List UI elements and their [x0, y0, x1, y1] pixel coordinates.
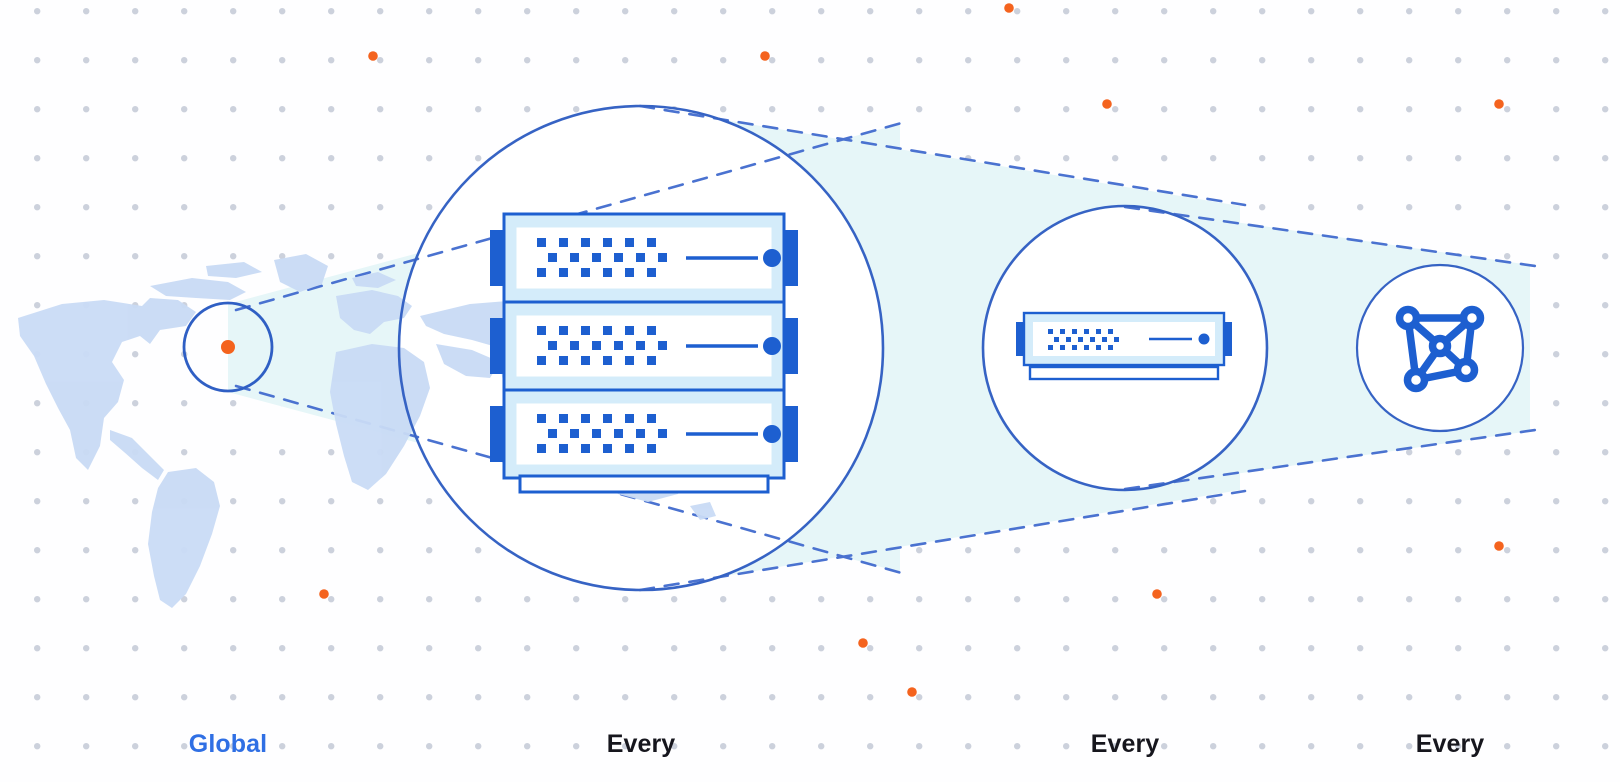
- single-server-group: [1016, 311, 1232, 381]
- accent-dot: [858, 638, 868, 648]
- service-circle: [1355, 263, 1525, 433]
- beam-line-1-bottom: [234, 384, 907, 576]
- beam-line-2-bottom: [638, 489, 1247, 592]
- accent-dot: [760, 51, 770, 61]
- accent-dots: [319, 3, 1504, 697]
- map-locator-marker: [221, 340, 235, 354]
- server-rack-group: [490, 214, 798, 494]
- service-mesh-group: [1395, 305, 1485, 393]
- beam-line-2-top: [638, 104, 1247, 207]
- rack-base-plate: [518, 474, 770, 494]
- label-every-server-line1: Every: [1090, 730, 1160, 758]
- map-locator-circle: [182, 301, 274, 393]
- mesh-nodes: [1395, 305, 1485, 393]
- label-every-data-center-line1: Every: [606, 730, 676, 758]
- accent-dot: [1494, 99, 1504, 109]
- label-every-service: Every service: [1350, 667, 1550, 782]
- datacenter-circle: [397, 104, 885, 592]
- label-global-network: Global network: [128, 667, 328, 782]
- beam-line-3-bottom: [1123, 428, 1537, 491]
- accent-dot: [1494, 541, 1504, 551]
- accent-dot: [1102, 99, 1112, 109]
- accent-dot: [1152, 589, 1162, 599]
- label-every-service-line1: Every: [1415, 730, 1485, 758]
- server-base-plate: [1028, 365, 1220, 381]
- accent-dot: [368, 51, 378, 61]
- beam-line-1-top: [234, 120, 907, 312]
- beam-line-3-top: [1123, 205, 1537, 268]
- label-global-network-line1: Global: [188, 730, 268, 758]
- server-circle: [981, 204, 1269, 492]
- accent-dot: [319, 589, 329, 599]
- accent-dot: [1004, 3, 1014, 13]
- accent-dot: [907, 687, 917, 697]
- label-every-data-center: Every data center: [521, 667, 761, 782]
- label-every-server: Every server: [1025, 667, 1225, 782]
- server-status-led: [1198, 333, 1210, 345]
